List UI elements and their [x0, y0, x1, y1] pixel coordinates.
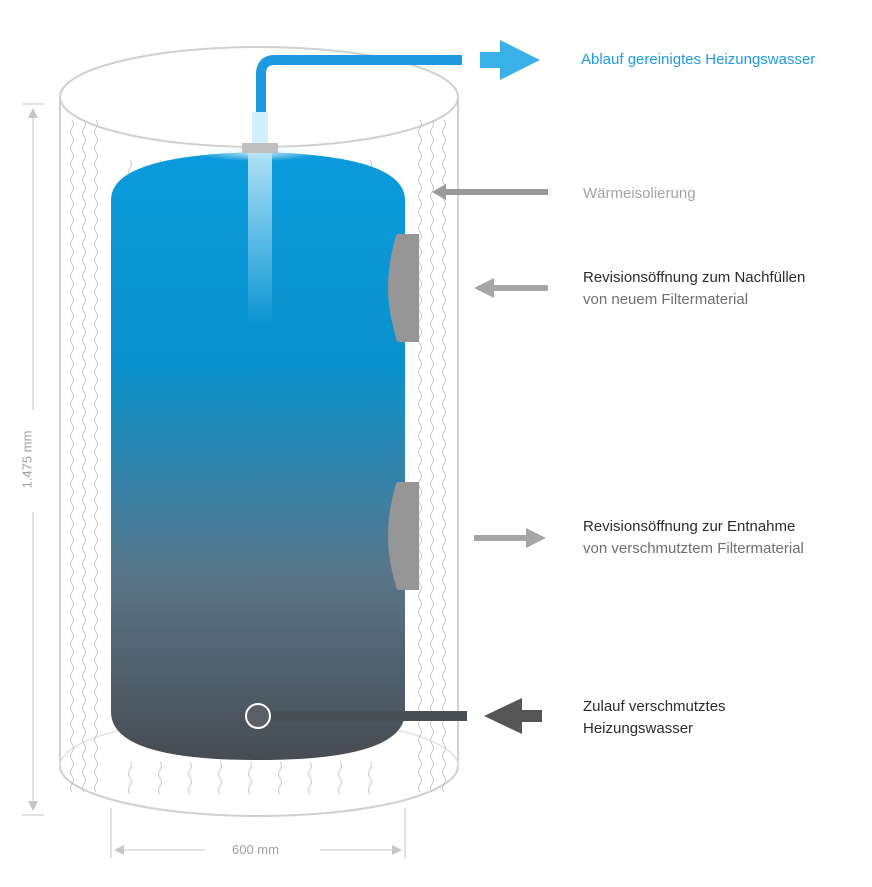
insulation-wave — [278, 761, 282, 795]
insulation-wave — [418, 119, 422, 793]
outlet-pipe — [256, 55, 462, 112]
insulation-wave — [430, 119, 434, 793]
insulation-wave — [338, 761, 342, 795]
refill-arrow — [474, 278, 548, 298]
inlet-label-line1: Zulauf verschmutztes — [583, 698, 726, 715]
insulation-wave — [70, 119, 74, 793]
height-dimension — [22, 103, 44, 816]
insulation-wave — [94, 119, 98, 793]
pipe-fitting — [242, 143, 278, 153]
insulation-wave — [158, 761, 162, 795]
removal-arrow — [474, 528, 546, 548]
refill-label-line2: von neuem Filtermaterial — [583, 291, 749, 308]
removal-opening-label: Revisionsöffnung zur Entnahme von versch… — [583, 516, 804, 560]
width-dimension — [110, 808, 406, 858]
insulation-wave — [248, 761, 252, 795]
riser-pipe — [248, 150, 272, 325]
inlet-pipe — [245, 703, 467, 729]
width-dimension-label: 600 mm — [232, 842, 279, 857]
refill-opening-label: Revisionsöffnung zum Nachfüllen von neue… — [583, 267, 805, 311]
insulation-wave — [308, 761, 312, 795]
riser-pipe-top — [252, 112, 268, 144]
insulation-wave — [218, 761, 222, 795]
insulation-wave — [368, 761, 372, 795]
inlet-arrow — [484, 698, 542, 734]
outlet-arrow — [480, 40, 540, 80]
insulation-wave — [128, 159, 132, 177]
insulation-wave — [442, 119, 446, 793]
insulation-wave — [128, 761, 132, 795]
inlet-label: Zulauf verschmutztes Heizungswasser — [583, 696, 726, 740]
removal-opening — [388, 482, 419, 590]
outlet-label: Ablauf gereinigtes Heizungswasser — [581, 51, 816, 68]
refill-opening — [388, 234, 419, 342]
insulation-wave — [82, 119, 86, 793]
insulation-label: Wärmeisolierung — [583, 185, 696, 202]
insulation-wave — [188, 761, 192, 795]
height-dimension-label: 1.475 mm — [19, 430, 35, 489]
inlet-label-line2: Heizungswasser — [583, 720, 694, 737]
removal-label-line2: von verschmutztem Filtermaterial — [583, 540, 804, 557]
insulation-arrow — [432, 184, 548, 200]
removal-label-line1: Revisionsöffnung zur Entnahme — [583, 518, 796, 535]
refill-label-line1: Revisionsöffnung zum Nachfüllen — [583, 269, 806, 286]
